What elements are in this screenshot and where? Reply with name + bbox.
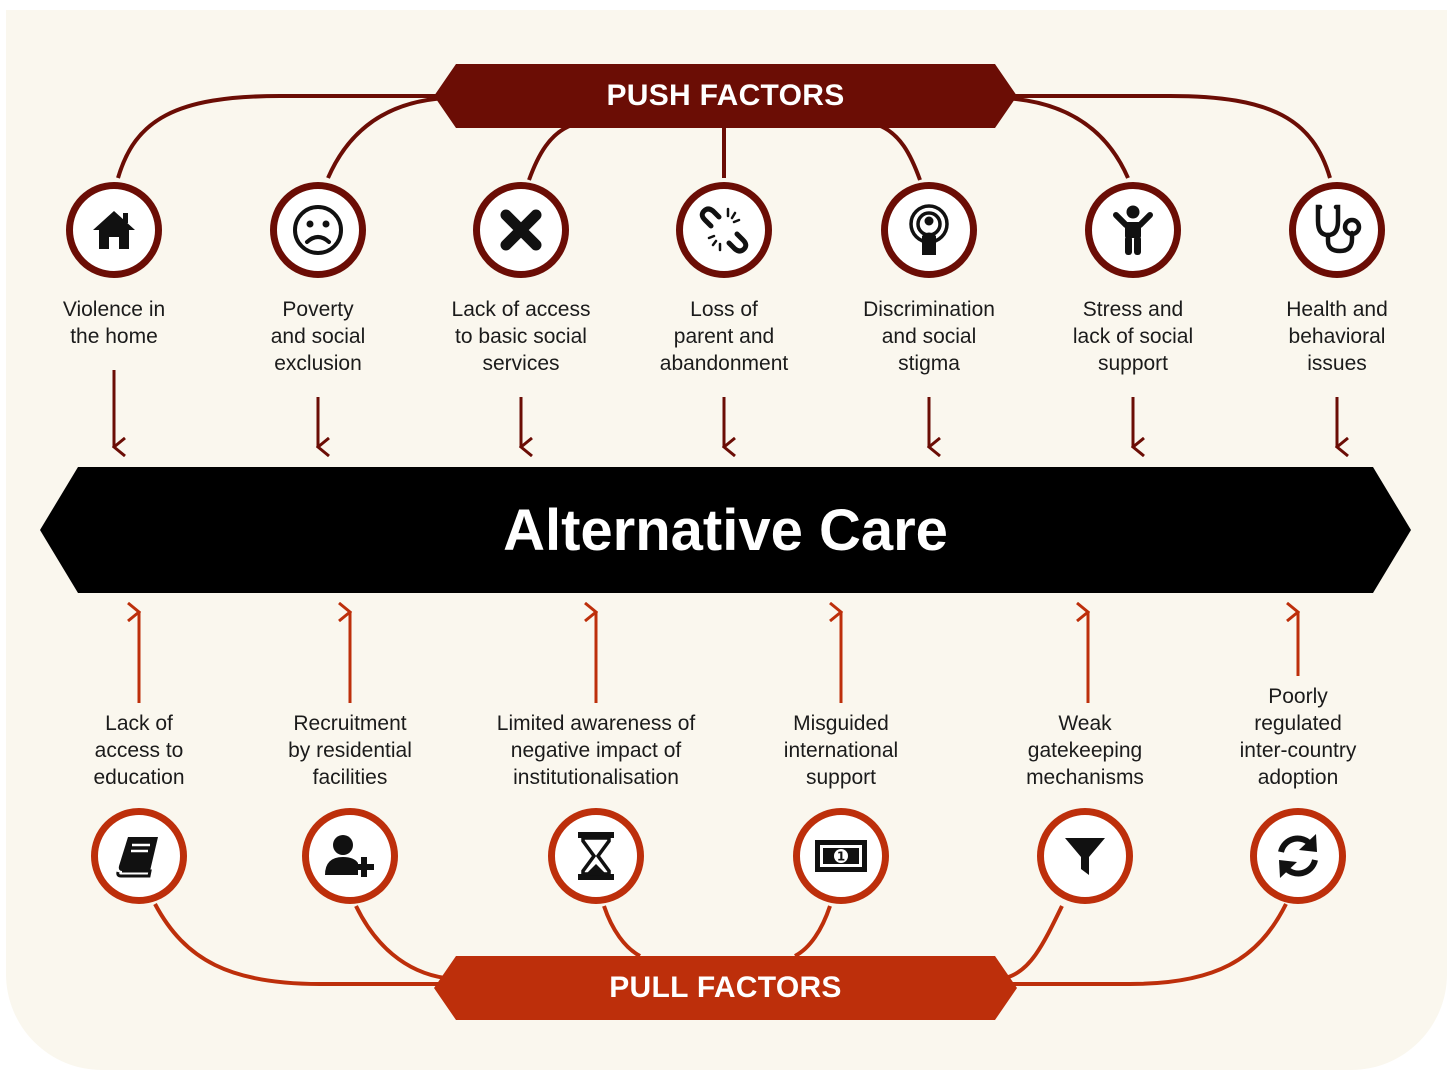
house-icon: [93, 211, 135, 249]
pull-node-education: [91, 808, 187, 904]
broken-link-icon: [699, 206, 749, 254]
filter-icon: [1065, 838, 1105, 875]
pull-label-gatekeeping: Weak gatekeeping mechanisms: [1026, 712, 1144, 789]
pull-label-awareness: Limited awareness of negative impact of …: [496, 712, 696, 789]
alternative-care-banner: Alternative Care: [40, 467, 1411, 593]
push-label-poverty: Poverty and social exclusion: [270, 298, 366, 375]
cross-icon: [500, 209, 542, 251]
push-connector-2: [326, 96, 446, 179]
push-connector-3: [527, 123, 573, 181]
push-label-stress: Stress and lack of social support: [1072, 298, 1194, 375]
pull-label-international-support: Misguided international support: [783, 712, 899, 789]
push-connector-1: [116, 94, 440, 179]
push-node-discrimination: [881, 182, 977, 278]
push-connector-6: [1004, 96, 1130, 179]
pull-node-gatekeeping: [1037, 808, 1133, 904]
push-node-loss-of-parent: [676, 182, 772, 278]
pull-node-international-support: 1: [793, 808, 889, 904]
svg-text:1: 1: [837, 850, 845, 864]
stethoscope-icon: [1315, 204, 1362, 254]
pull-connector-6: [1010, 903, 1288, 986]
hourglass-icon: [578, 832, 614, 880]
pull-node-awareness: [548, 808, 644, 904]
pull-label-recruitment: Recruitment by residential facilities: [288, 712, 412, 789]
pull-connector-1: [153, 903, 440, 986]
push-label-violence: Violence in the home: [62, 298, 166, 348]
pull-label-adoption: Poorly regulated inter-country adoption: [1239, 685, 1357, 789]
push-factors-banner: PUSH FACTORS: [434, 64, 1017, 128]
money-icon: 1: [815, 840, 867, 872]
pull-node-recruitment: [302, 808, 398, 904]
push-node-stress: [1085, 182, 1181, 278]
pull-factors-banner: PULL FACTORS: [434, 956, 1017, 1020]
push-node-violence: [66, 182, 162, 278]
broadcast-person-icon: [909, 204, 949, 255]
refresh-icon: [1278, 834, 1318, 878]
push-connector-7: [1010, 94, 1332, 179]
push-node-poverty: [270, 182, 366, 278]
push-connector-5: [877, 123, 922, 181]
push-node-social-services: [473, 182, 569, 278]
add-user-icon: [325, 835, 374, 877]
pull-connector-4: [793, 905, 832, 958]
pull-connector-2: [354, 905, 446, 980]
push-node-health: [1289, 182, 1385, 278]
book-icon: [116, 837, 158, 878]
pull-node-adoption: [1250, 808, 1346, 904]
sad-face-icon: [293, 205, 343, 255]
push-label-health: Health and behavioral issues: [1286, 298, 1388, 375]
pull-connector-5: [1004, 905, 1064, 980]
pull-connector-3: [602, 905, 642, 958]
child-icon: [1113, 205, 1153, 255]
pull-label-education: Lack of access to education: [93, 712, 185, 789]
push-label-social-services: Lack of access to basic social services: [451, 298, 591, 375]
push-label-loss-of-parent: Loss of parent and abandonment: [659, 298, 789, 375]
push-label-discrimination: Discrimination and social stigma: [863, 298, 995, 375]
